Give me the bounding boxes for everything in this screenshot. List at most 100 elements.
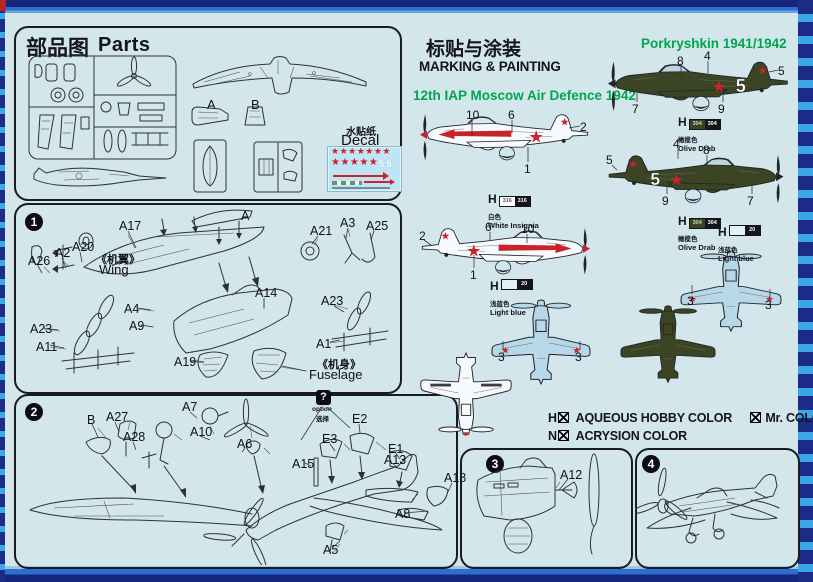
decal-callout: 1 [524, 162, 531, 176]
part-label: A7 [182, 400, 198, 414]
paint-brand-prefix: H [488, 192, 497, 206]
decal-stars-row1: ★★★★★★★ [331, 147, 391, 157]
step4-propeller [635, 467, 688, 520]
decal-callout: 1 [470, 268, 477, 282]
legend-acrysion: ACRYSION COLOR [575, 429, 688, 443]
fuselage-star: ★ [669, 170, 683, 189]
checkbox-x-icon [557, 412, 569, 423]
decal-callout: 3 [687, 294, 694, 308]
part-label: A8 [395, 507, 411, 521]
decal-callout: 9 [662, 194, 669, 208]
step3-panel [460, 448, 633, 569]
part-label: A23 [30, 322, 53, 336]
parts-title-en: Parts [98, 34, 151, 56]
paint-brand-prefix: H [490, 279, 499, 293]
option-label-en: option [312, 406, 332, 413]
part-a-drawing [191, 106, 229, 126]
decal-number-fives: 5 5 [379, 159, 392, 169]
checkbox-x-icon [750, 412, 762, 423]
paint-swatch: 20 [500, 279, 533, 290]
decal-callout: 7 [747, 194, 754, 208]
part-label: A9 [129, 319, 145, 333]
decal-red-arrow-small [364, 178, 395, 185]
parts-panel: 部品图 Parts [14, 26, 402, 201]
part-label: E3 [322, 432, 338, 446]
left-border-strip [0, 0, 5, 582]
paint-name-zh: 橄榄色 [678, 235, 698, 243]
part-label: A3 [340, 216, 356, 230]
decal-red-arrow [333, 172, 389, 180]
decal-label-en: Decal [341, 132, 380, 149]
sprue-frame-drawing [28, 55, 177, 160]
wing-label-en: Wing [99, 262, 129, 277]
part-label: A15 [292, 457, 315, 471]
decal-callout: 5 [606, 153, 613, 167]
step4-finished-model-drawing [635, 467, 780, 544]
step1-panel [14, 203, 402, 394]
tail-star: ★ [758, 63, 768, 77]
decal-callout: 6 [508, 108, 515, 122]
paint-brand-prefix: H [718, 225, 727, 239]
paint-name-en: Olive Drab [678, 143, 716, 153]
step4-number-badge: 4 [642, 455, 660, 473]
step3-number-badge: 3 [486, 455, 504, 473]
decal-callout: 3 [765, 298, 772, 312]
decal-label-zh: 水贴纸 [346, 127, 376, 138]
paint-name-en: White Insignia [488, 220, 539, 230]
paint-name-zh: 白色 [488, 213, 501, 221]
bottom-border-band [0, 566, 813, 582]
scheme2-top-view [619, 305, 717, 385]
scheme1-title: 12th IAP Moscow Air Defence 1942 [413, 88, 636, 103]
sprue-propeller [116, 56, 152, 87]
paint-name-zh: 浅蓝色 [490, 300, 510, 308]
paint-name-en: Light blue [490, 307, 526, 317]
part-label: A10 [190, 425, 213, 439]
part-label: A4 [124, 302, 140, 316]
decal-callout: 3 [575, 350, 582, 364]
tail-star: ★ [560, 116, 570, 129]
marking-title-en: MARKING & PAINTING [419, 59, 561, 74]
decal-sheet: ★★★★★★★ ★★★★★ 5 5 [327, 146, 402, 192]
checkbox-x-icon [557, 430, 569, 441]
part-label: A6 [237, 437, 253, 451]
tactical-number: 5 [650, 169, 660, 189]
step1-number-badge: 1 [25, 213, 43, 231]
part-label: A27 [106, 410, 129, 424]
top-border-band [0, 0, 813, 13]
part-label: B [87, 413, 96, 427]
decal-small-markings [332, 181, 362, 185]
scheme2-underside-view: ★ ★ [679, 250, 783, 334]
wing-star: ★ [688, 295, 698, 305]
step2-number-badge: 2 [25, 403, 43, 421]
decal-stars-row2: ★★★★★ [331, 157, 379, 168]
part-label: A12 [560, 468, 583, 482]
fuselage-star: ★ [529, 127, 544, 147]
legend-aqueous: AQUEOUS HOBBY COLOR [575, 411, 733, 425]
paint-name-zh: 浅蓝色 [718, 246, 738, 254]
step2-assembly-drawing [29, 398, 449, 565]
paint-brand-prefix: H [678, 115, 687, 129]
small-parts-box [253, 141, 303, 193]
color-legend-line1: H AQUEOUS HOBBY COLOR Mr. COLOR [548, 411, 813, 425]
decal-callout: 10 [466, 108, 480, 122]
part-label: A13 [384, 453, 407, 467]
scheme2-title: Porkryshkin 1941/1942 [641, 36, 787, 51]
part-label: A23 [321, 294, 344, 308]
scheme1-profile-left: ★ ★ [419, 107, 593, 164]
paint-name-en: Olive Drab [678, 242, 716, 252]
step2-panel [14, 394, 458, 569]
decal-callout: 3 [498, 350, 505, 364]
legend-n-prefix: N [548, 429, 557, 443]
part-b-drawing [244, 106, 266, 126]
paint-name-zh: 橄榄色 [678, 136, 698, 144]
paint-swatch: 20 [728, 225, 761, 236]
canopy-sprue-box [193, 139, 227, 193]
part-label: A19 [174, 355, 197, 369]
